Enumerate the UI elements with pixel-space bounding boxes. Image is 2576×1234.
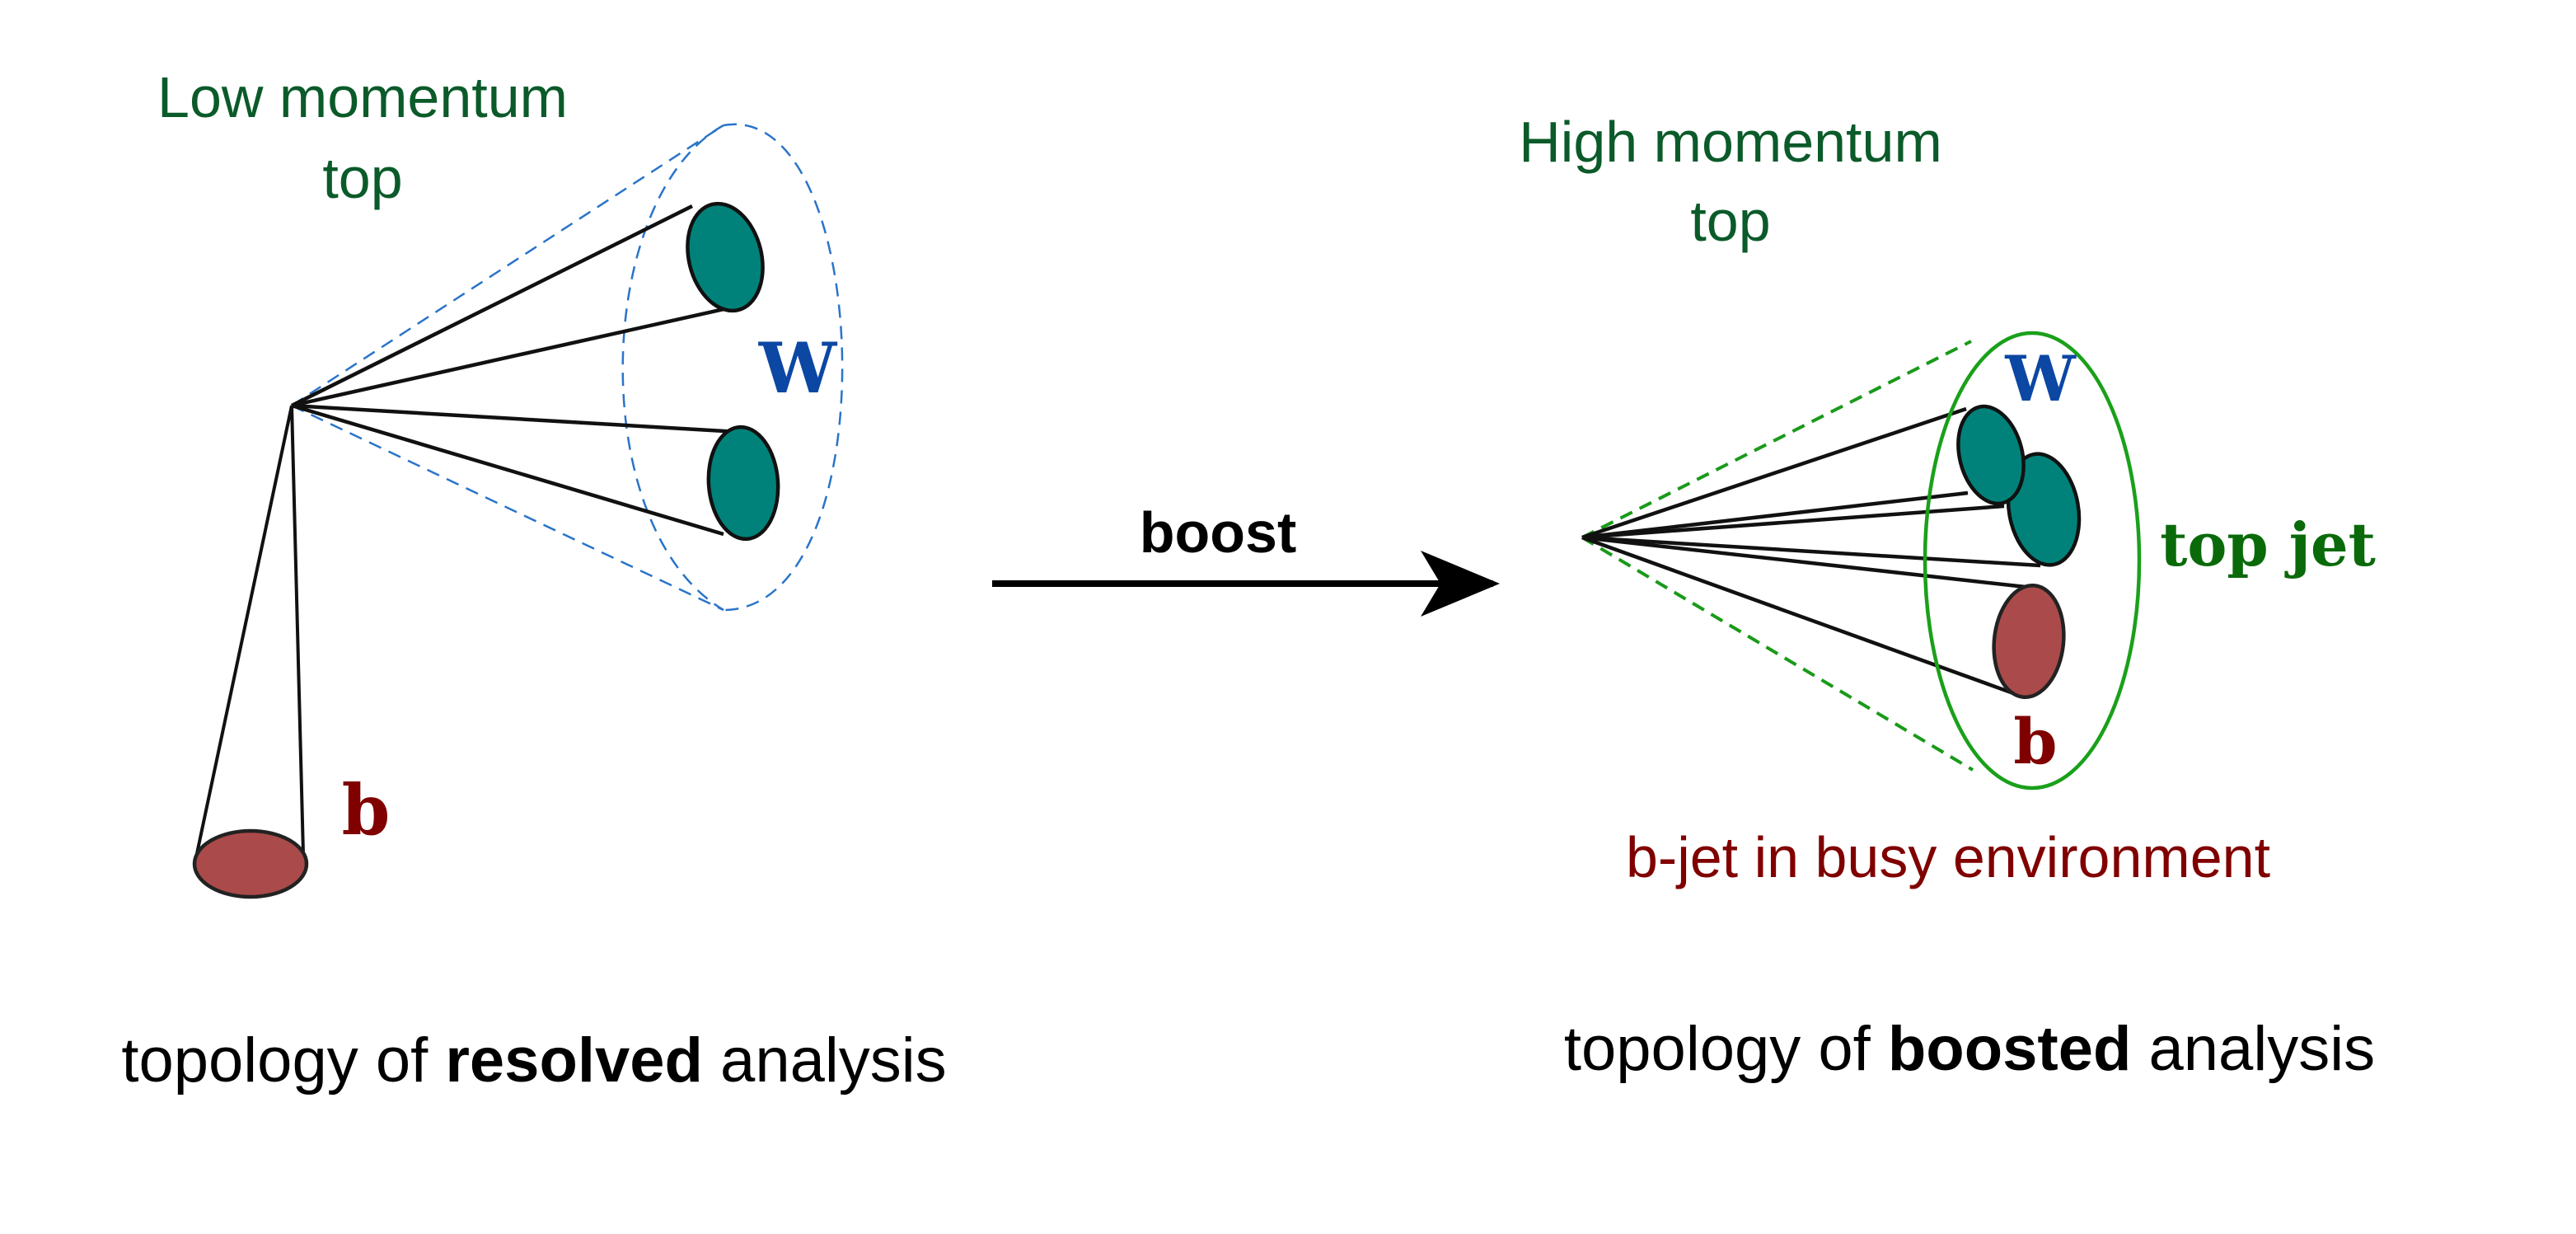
top-envelope-upper-edge bbox=[1581, 340, 1972, 539]
w-envelope-front-arc bbox=[723, 123, 844, 612]
w-label: W bbox=[758, 327, 838, 409]
high-momentum-heading-line1: High momentum bbox=[1519, 110, 1942, 174]
boosted-cone-lines bbox=[1581, 406, 2041, 697]
w-envelope-upper-edge bbox=[291, 124, 724, 407]
b-jet-boosted bbox=[1992, 583, 2066, 700]
b-label-boosted: b bbox=[2013, 705, 2057, 778]
boosted-topology: High momentum top W b top jet b-jet in b… bbox=[1519, 110, 2376, 1084]
resolved-topology: Low momentum top W b topology of r bbox=[121, 65, 946, 1096]
b-jet-resolved-ellipse bbox=[192, 828, 309, 899]
resolved-caption: topology of resolved analysis bbox=[121, 1025, 946, 1096]
low-momentum-heading-line2: top bbox=[322, 146, 402, 210]
low-momentum-heading-line1: Low momentum bbox=[157, 65, 568, 129]
w-jet-upper bbox=[290, 201, 765, 408]
w-envelope-back-arc bbox=[621, 124, 724, 612]
w-jet-lower bbox=[291, 403, 780, 542]
b-jet-resolved bbox=[192, 405, 309, 899]
w-jet-boosted-2 bbox=[2006, 452, 2082, 567]
boost-label: boost bbox=[1140, 500, 1297, 565]
w-jet-lower-ellipse bbox=[706, 425, 780, 542]
b-jet-busy-note: b-jet in busy environment bbox=[1626, 825, 2270, 889]
top-jet-outline bbox=[1923, 331, 2142, 791]
top-envelope-lower-edge bbox=[1581, 536, 1974, 772]
w-jet-boosted-1 bbox=[1956, 404, 2026, 506]
high-momentum-heading-line2: top bbox=[1690, 189, 1770, 253]
w-jet-upper-ellipse bbox=[686, 201, 765, 313]
boost-transition: boost bbox=[992, 500, 1500, 617]
b-label: b bbox=[342, 769, 391, 851]
boosted-caption: topology of boosted analysis bbox=[1564, 1014, 2375, 1084]
w-cone-envelope bbox=[291, 123, 844, 612]
top-jet-label: top jet bbox=[2160, 509, 2376, 579]
w-label-boosted: W bbox=[2004, 342, 2077, 415]
w-envelope-lower-edge bbox=[291, 404, 724, 612]
